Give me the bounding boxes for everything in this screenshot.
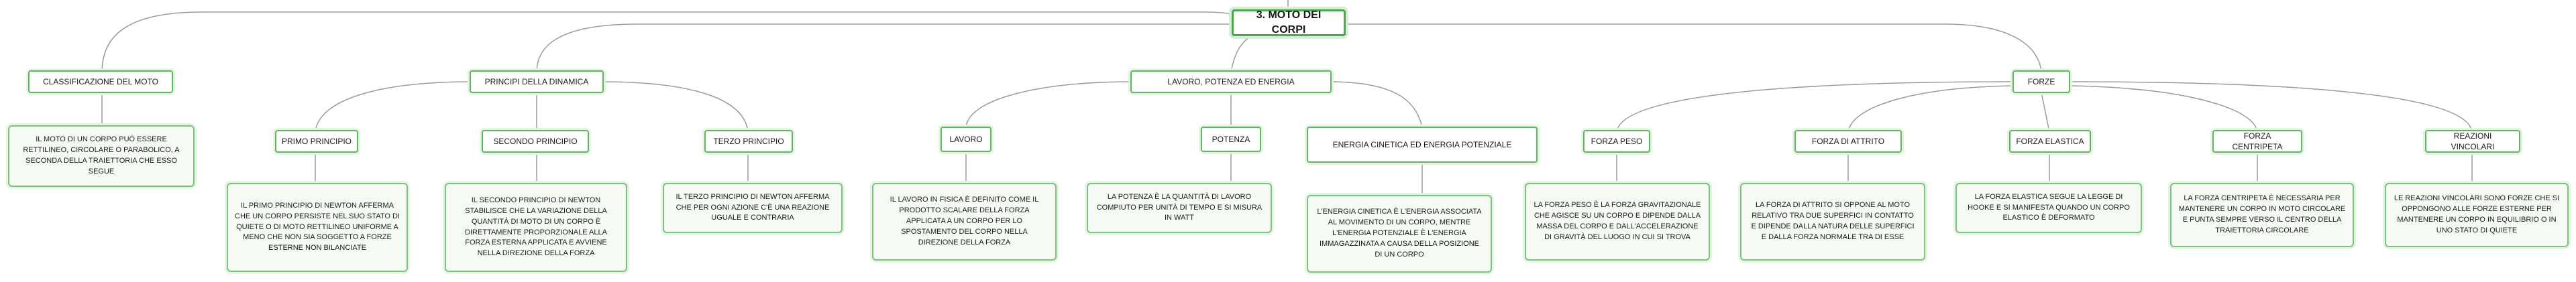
node-reazioni-vincolari[interactable]: REAZIONI VINCOLARI xyxy=(2425,130,2520,153)
node-label: FORZA CENTRIPETA xyxy=(2232,131,2283,151)
link-root-classificazione xyxy=(101,11,1289,73)
link-principi-terzo xyxy=(600,81,749,133)
node-lavoro[interactable]: LAVORO xyxy=(941,127,991,152)
link-lavoro-energia xyxy=(1328,81,1423,127)
node-label: POTENZA xyxy=(1212,134,1250,144)
node-label: FORZA PESO xyxy=(1591,136,1643,146)
node-label: ENERGIA CINETICA ED ENERGIA POTENZIALE xyxy=(1332,139,1512,149)
leaf-forza-elastica[interactable]: LA FORZA ELASTICA SEGUE LA LEGGE DI HOOK… xyxy=(1955,183,2142,233)
node-forza-attrito[interactable]: FORZA DI ATTRITO xyxy=(1794,130,1902,153)
leaf-secondo-principio[interactable]: IL SECONDO PRINCIPIO DI NEWTON STABILISC… xyxy=(445,183,627,272)
leaf-text: LA FORZA PESO È LA FORZA GRAVITAZIONALE … xyxy=(1534,201,1701,241)
leaf-text: LA FORZA ELASTICA SEGUE LA LEGGE DI HOOK… xyxy=(1968,192,2130,222)
node-label: REAZIONI VINCOLARI xyxy=(2451,131,2495,151)
leaf-forza-peso[interactable]: LA FORZA PESO È LA FORZA GRAVITAZIONALE … xyxy=(1525,183,1710,261)
leaf-text: IL TERZO PRINCIPIO DI NEWTON AFFERMA CHE… xyxy=(676,192,830,222)
node-primo-principio[interactable]: PRIMO PRINCIPIO xyxy=(275,130,358,153)
leaf-text: IL LAVORO IN FISICA È DEFINITO COME IL P… xyxy=(890,196,1039,246)
link-forze-vincolari xyxy=(2069,81,2473,133)
leaf-classificazione[interactable]: IL MOTO DI UN CORPO PUÒ ESSERE RETTILINE… xyxy=(8,125,195,187)
node-forza-elastica[interactable]: FORZA ELASTICA xyxy=(2009,130,2091,153)
leaf-potenza[interactable]: LA POTENZA È LA QUANTITÀ DI LAVORO COMPI… xyxy=(1087,183,1272,233)
leaf-text: LA FORZA CENTRIPETA È NECESSARIA PER MAN… xyxy=(2178,194,2346,234)
leaf-text: LA POTENZA È LA QUANTITÀ DI LAVORO COMPI… xyxy=(1096,192,1263,222)
link-root-principi xyxy=(536,23,1288,73)
branch-label: CLASSIFICAZIONE DEL MOTO xyxy=(42,76,159,86)
leaf-forza-centripeta[interactable]: LA FORZA CENTRIPETA È NECESSARIA PER MAN… xyxy=(2170,183,2354,247)
root-label: 3. MOTO DEI CORPI xyxy=(1256,9,1322,36)
node-energia[interactable]: ENERGIA CINETICA ED ENERGIA POTENZIALE xyxy=(1307,127,1538,163)
branch-lavoro-potenza-energia[interactable]: LAVORO, POTENZA ED ENERGIA xyxy=(1130,70,1332,93)
node-label: LAVORO xyxy=(949,134,983,144)
link-lavoro-lavoro xyxy=(965,81,1134,127)
link-forze-elastica xyxy=(2041,92,2050,133)
leaf-text: IL SECONDO PRINCIPIO DI NEWTON STABILISC… xyxy=(465,196,607,258)
link-root-forze xyxy=(1322,23,2042,73)
root-node[interactable]: 3. MOTO DEI CORPI xyxy=(1232,9,1346,36)
node-label: FORZA DI ATTRITO xyxy=(1811,136,1885,146)
node-label: TERZO PRINCIPIO xyxy=(713,136,784,146)
leaf-text: IL MOTO DI UN CORPO PUÒ ESSERE RETTILINE… xyxy=(23,135,180,175)
link-root-lavoro xyxy=(1230,34,1255,73)
node-potenza[interactable]: POTENZA xyxy=(1201,127,1261,152)
leaf-text: L'ENERGIA CINETICA È L'ENERGIA ASSOCIATA… xyxy=(1317,208,1482,259)
link-forze-centripeta xyxy=(2065,85,2258,133)
node-label: SECONDO PRINCIPIO xyxy=(493,136,578,146)
leaf-text: LA FORZA DI ATTRITO SI OPPONE AL MOTO RE… xyxy=(1751,201,1915,241)
leaf-reazioni-vincolari[interactable]: LE REAZIONI VINCOLARI SONO FORZE CHE SI … xyxy=(2385,183,2569,247)
node-label: PRIMO PRINCIPIO xyxy=(282,136,352,146)
node-forza-centripeta[interactable]: FORZA CENTRIPETA xyxy=(2212,130,2302,153)
leaf-terzo-principio[interactable]: IL TERZO PRINCIPIO DI NEWTON AFFERMA CHE… xyxy=(663,183,843,233)
branch-forze[interactable]: FORZE xyxy=(2012,70,2070,93)
node-forza-peso[interactable]: FORZA PESO xyxy=(1583,130,1650,153)
branch-principi[interactable]: PRINCIPI DELLA DINAMICA xyxy=(470,70,604,93)
leaf-energia[interactable]: L'ENERGIA CINETICA È L'ENERGIA ASSOCIATA… xyxy=(1307,195,1492,273)
leaf-text: IL PRIMO PRINCIPIO DI NEWTON AFFERMA CHE… xyxy=(235,201,400,253)
branch-label: FORZE xyxy=(2027,76,2055,86)
link-forze-peso xyxy=(1616,81,2013,133)
leaf-primo-principio[interactable]: IL PRIMO PRINCIPIO DI NEWTON AFFERMA CHE… xyxy=(227,183,408,272)
branch-label: PRINCIPI DELLA DINAMICA xyxy=(484,76,589,86)
link-forze-attrito xyxy=(1847,85,2017,133)
node-label: FORZA ELASTICA xyxy=(2016,136,2084,146)
link-principi-primo xyxy=(315,81,474,133)
node-terzo-principio[interactable]: TERZO PRINCIPIO xyxy=(704,130,793,153)
leaf-text: LE REAZIONI VINCOLARI SONO FORZE CHE SI … xyxy=(2394,194,2560,234)
branch-classificazione[interactable]: CLASSIFICAZIONE DEL MOTO xyxy=(28,70,173,93)
branch-label: LAVORO, POTENZA ED ENERGIA xyxy=(1167,76,1295,86)
leaf-forza-attrito[interactable]: LA FORZA DI ATTRITO SI OPPONE AL MOTO RE… xyxy=(1740,183,1925,261)
node-secondo-principio[interactable]: SECONDO PRINCIPIO xyxy=(482,130,589,153)
leaf-lavoro[interactable]: IL LAVORO IN FISICA È DEFINITO COME IL P… xyxy=(872,183,1057,261)
